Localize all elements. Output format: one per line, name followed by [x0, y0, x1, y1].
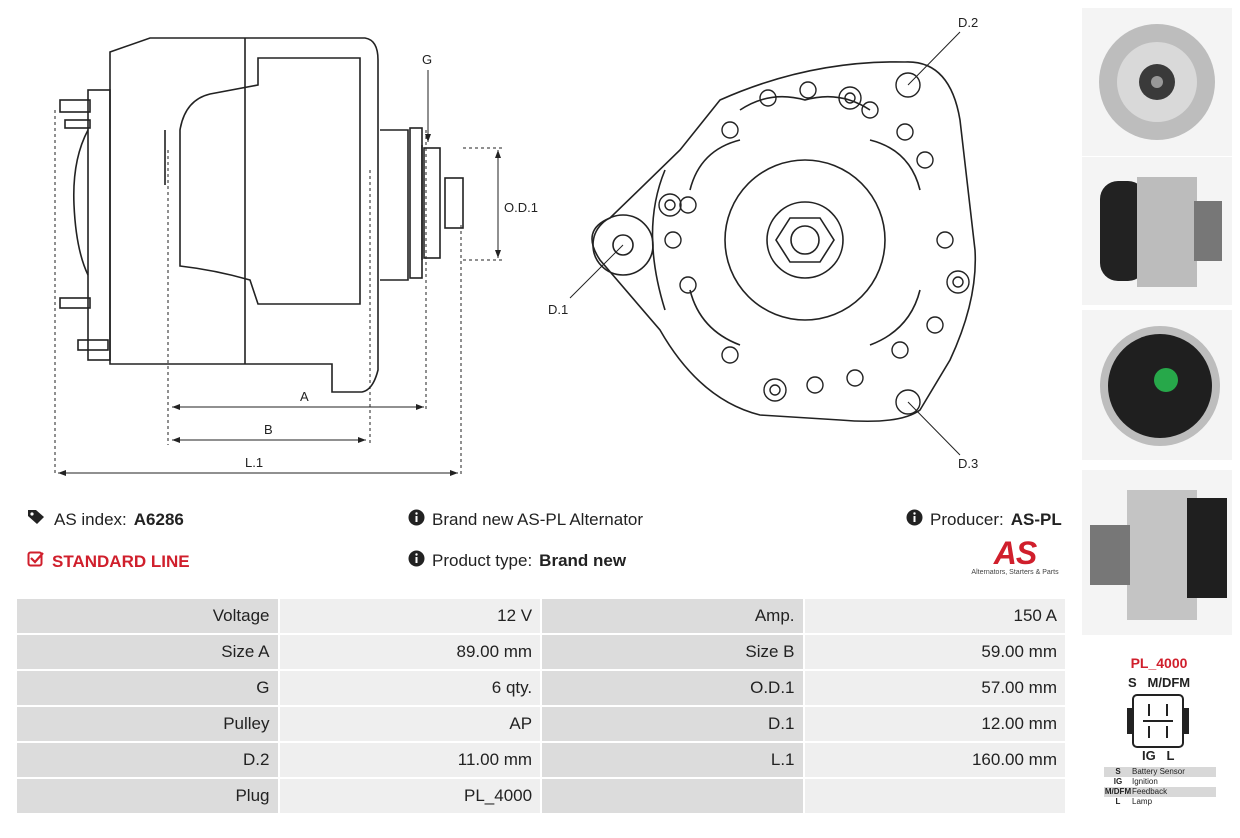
- label-d1: D.1: [548, 302, 568, 317]
- plug-legend-code: S: [1115, 767, 1121, 776]
- front-view-drawing: D.2 D.3 D.1: [548, 15, 978, 471]
- spec-value: 57.00 mm: [804, 671, 1065, 705]
- spec-label: O.D.1: [542, 671, 803, 705]
- spec-label: G: [17, 671, 278, 705]
- plug-connector-diagram: [1127, 694, 1189, 748]
- plug-bottom-pins: IG L: [1142, 748, 1175, 763]
- label-b: B: [264, 422, 273, 437]
- spec-label: Amp.: [542, 599, 803, 633]
- plug-legend-row: L Lamp: [1104, 797, 1216, 807]
- spec-value: [804, 779, 1065, 813]
- label-d3: D.3: [958, 456, 978, 471]
- plug-top-pins: S M/DFM: [1128, 675, 1191, 690]
- checkbox-icon: [27, 550, 45, 573]
- plug-legend-desc: Ignition: [1132, 777, 1158, 786]
- producer-value: AS-PL: [1010, 510, 1062, 529]
- plug-legend-row: IG Ignition: [1104, 777, 1216, 787]
- tags-icon: [27, 509, 47, 530]
- plug-legend-code: IG: [1113, 777, 1123, 786]
- spec-value: 6 qty.: [279, 671, 541, 705]
- plug-legend-code: L: [1115, 797, 1121, 806]
- standard-line: STANDARD LINE: [27, 550, 190, 573]
- spec-label: Size A: [17, 635, 278, 669]
- label-d2: D.2: [958, 15, 978, 30]
- product-type-value: Brand new: [539, 551, 627, 570]
- as-index: AS index: A6286: [27, 509, 184, 530]
- spec-value: PL_4000: [279, 779, 541, 813]
- plug-legend-desc: Battery Sensor: [1132, 767, 1185, 776]
- spec-label: Size B: [542, 635, 803, 669]
- label-g: G: [422, 52, 432, 67]
- info-icon: [408, 550, 425, 572]
- description: Brand new AS-PL Alternator: [408, 509, 643, 531]
- product-type-label: Product type:: [432, 551, 533, 570]
- product-photo-side-2: [1082, 470, 1232, 635]
- spec-value: 59.00 mm: [804, 635, 1065, 669]
- as-index-value: A6286: [133, 509, 184, 529]
- info-icon: [408, 509, 425, 531]
- producer: Producer: AS-PL: [906, 509, 1062, 531]
- plug-legend-desc: Lamp: [1132, 797, 1153, 806]
- spec-label: [542, 779, 803, 813]
- spec-label: L.1: [542, 743, 803, 777]
- product-photo-front: [1082, 8, 1232, 156]
- spec-label: Plug: [17, 779, 278, 813]
- plug-legend-desc: Feedback: [1132, 787, 1168, 796]
- spec-label: D.2: [17, 743, 278, 777]
- spec-value: 89.00 mm: [279, 635, 541, 669]
- standard-line-text: STANDARD LINE: [52, 551, 190, 571]
- logo-tagline: Alternators, Starters & Parts: [971, 569, 1059, 576]
- spec-label: Voltage: [17, 599, 278, 633]
- producer-label: Producer:: [930, 510, 1004, 529]
- label-od1: O.D.1: [504, 200, 538, 215]
- spec-value: 160.00 mm: [804, 743, 1065, 777]
- plug-legend-row: S Battery Sensor: [1104, 767, 1216, 777]
- label-l1: L.1: [245, 455, 263, 470]
- label-a: A: [300, 389, 309, 404]
- spec-label: D.1: [542, 707, 803, 741]
- product-photo-side: [1082, 157, 1232, 305]
- spec-label: Pulley: [17, 707, 278, 741]
- product-type: Product type: Brand new: [408, 550, 626, 572]
- plug-legend-code: M/DFM: [1104, 787, 1132, 796]
- info-icon: [906, 509, 923, 531]
- as-index-label: AS index:: [54, 509, 127, 529]
- product-photo-back: [1082, 310, 1232, 460]
- description-text: Brand new AS-PL Alternator: [432, 510, 644, 529]
- spec-value: 12.00 mm: [804, 707, 1065, 741]
- side-view-drawing: G O.D.1 A B L.1: [54, 37, 538, 476]
- plug-title: PL_4000: [1130, 655, 1188, 671]
- spec-value: 11.00 mm: [279, 743, 541, 777]
- logo-mark: AS: [993, 535, 1037, 571]
- spec-value: AP: [279, 707, 541, 741]
- as-pl-logo: AS Alternators, Starters & Parts: [962, 537, 1068, 576]
- spec-value: 12 V: [279, 599, 541, 633]
- spec-value: 150 A: [804, 599, 1065, 633]
